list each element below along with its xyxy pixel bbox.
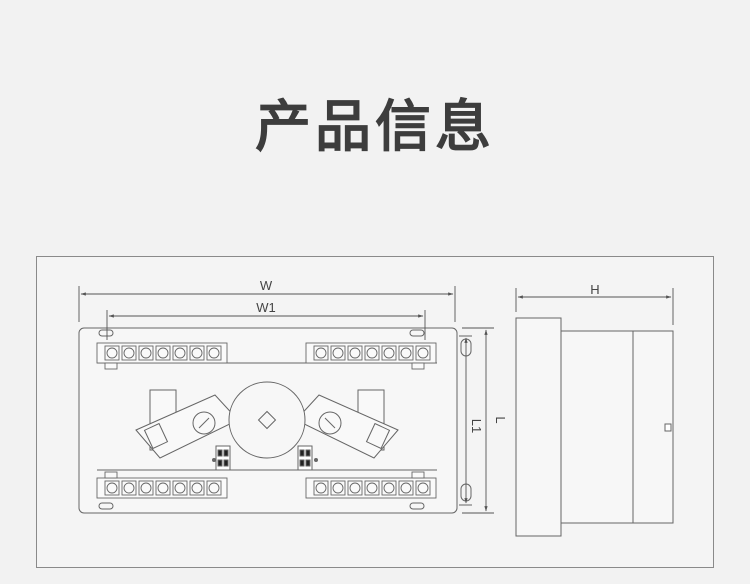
dimension-l-label: L [493,416,508,423]
dimension-h-label: H [590,282,599,297]
switch-mechanism [135,381,399,471]
dimension-w [78,286,456,322]
dimension-w1 [106,310,426,340]
terminal-block-top-left [96,342,228,370]
dimension-h [515,288,674,325]
terminal-block-bottom-left [96,471,228,499]
terminal-block-bottom-right [305,471,437,499]
dimension-w-label: W [260,278,273,293]
terminal-block-top-right [305,342,437,370]
dimension-w1-label: W1 [256,300,276,315]
dimension-l [459,327,494,514]
dimension-l1-label: L1 [469,419,484,433]
side-view [515,317,674,537]
page-title: 产品信息 [255,95,495,160]
